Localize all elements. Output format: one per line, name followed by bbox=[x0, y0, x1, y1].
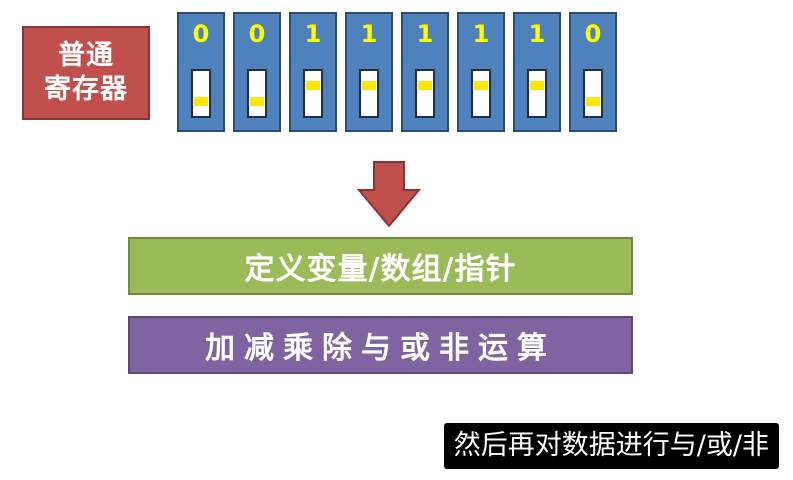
bit-cell: 0 bbox=[569, 12, 617, 132]
switch-knob bbox=[306, 81, 320, 90]
bit-value: 0 bbox=[248, 20, 266, 48]
bit-switch bbox=[191, 69, 211, 118]
down-arrow-icon bbox=[357, 161, 421, 228]
bit-value: 1 bbox=[416, 20, 434, 48]
bit-value: 1 bbox=[528, 20, 546, 48]
switch-knob bbox=[530, 81, 544, 90]
switch-knob bbox=[362, 81, 376, 90]
bit-value: 0 bbox=[192, 20, 210, 48]
bit-switch bbox=[359, 69, 379, 118]
bit-cell: 1 bbox=[457, 12, 505, 132]
bit-switch bbox=[303, 69, 323, 118]
bit-cell: 1 bbox=[289, 12, 337, 132]
register-label-line1: 普通 bbox=[58, 40, 114, 71]
define-variables-box: 定义变量/数组/指针 bbox=[128, 237, 633, 295]
bit-switch bbox=[247, 69, 267, 118]
bit-switch bbox=[471, 69, 491, 118]
switch-knob bbox=[586, 97, 600, 106]
bit-switch bbox=[415, 69, 435, 118]
bit-switch bbox=[527, 69, 547, 118]
switch-knob bbox=[194, 97, 208, 106]
bit-value: 1 bbox=[472, 20, 490, 48]
subtitle-text: 然后再对数据进行与/或/非 bbox=[453, 430, 769, 461]
bit-cell: 1 bbox=[513, 12, 561, 132]
bit-value: 1 bbox=[360, 20, 378, 48]
bit-cell: 1 bbox=[401, 12, 449, 132]
video-subtitle: 然后再对数据进行与/或/非 bbox=[443, 423, 779, 469]
switch-knob bbox=[474, 81, 488, 90]
register-label: 普通 寄存器 bbox=[22, 26, 150, 120]
bit-value: 0 bbox=[584, 20, 602, 48]
operations-text: 加减乘除与或非运算 bbox=[205, 331, 556, 366]
bit-cell: 1 bbox=[345, 12, 393, 132]
define-variables-text: 定义变量/数组/指针 bbox=[244, 252, 517, 287]
bit-cell: 0 bbox=[233, 12, 281, 132]
register-label-line2: 寄存器 bbox=[44, 74, 128, 105]
switch-knob bbox=[250, 97, 264, 106]
bit-value: 1 bbox=[304, 20, 322, 48]
bit-switch bbox=[583, 69, 603, 118]
switch-knob bbox=[418, 81, 432, 90]
bit-cell: 0 bbox=[177, 12, 225, 132]
operations-box: 加减乘除与或非运算 bbox=[128, 316, 633, 374]
